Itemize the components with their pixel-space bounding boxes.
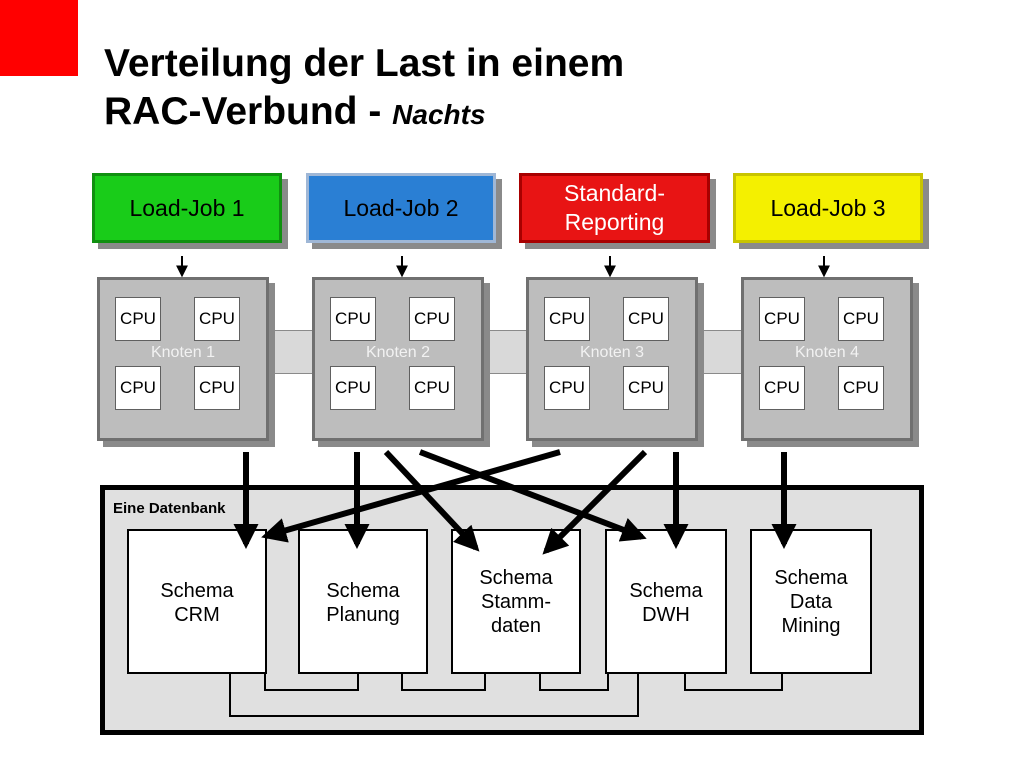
node-label: Knoten 4 bbox=[794, 344, 860, 361]
interconnect-3-4 bbox=[697, 330, 747, 374]
cpu-box: CPU bbox=[194, 297, 240, 341]
cpu-box: CPU bbox=[838, 366, 884, 410]
node-label: Knoten 3 bbox=[579, 344, 645, 361]
interconnect-1-2 bbox=[268, 330, 318, 374]
cpu-box: CPU bbox=[544, 297, 590, 341]
job-standard-reporting: Standard- Reporting bbox=[519, 173, 710, 243]
cpu-box: CPU bbox=[544, 366, 590, 410]
node-4: CPU CPU Knoten 4 CPU CPU bbox=[741, 277, 913, 441]
bus-stammdaten-dwh bbox=[539, 674, 609, 691]
job-label: Standard- Reporting bbox=[563, 180, 665, 235]
arrow-node2-dwh bbox=[418, 449, 647, 542]
schema-crm: Schema CRM bbox=[127, 529, 267, 674]
bus-crm-dwh bbox=[229, 674, 639, 717]
database-label: Eine Datenbank bbox=[113, 500, 226, 517]
job-label: Load-Job 3 bbox=[770, 194, 886, 221]
job-node-arrows bbox=[176, 256, 830, 278]
cpu-box: CPU bbox=[623, 297, 669, 341]
cpu-box: CPU bbox=[838, 297, 884, 341]
bus-planung-stammdaten bbox=[401, 674, 486, 691]
accent-corner bbox=[0, 0, 78, 76]
cpu-box: CPU bbox=[759, 297, 805, 341]
job-label: Load-Job 2 bbox=[343, 194, 459, 221]
job-label: Load-Job 1 bbox=[129, 194, 245, 221]
node-label: Knoten 2 bbox=[365, 344, 431, 361]
cpu-box: CPU bbox=[409, 297, 455, 341]
job-load-1: Load-Job 1 bbox=[92, 173, 282, 243]
page-title: Verteilung der Last in einem RAC-Verbund… bbox=[104, 40, 624, 139]
arrow-node3-stammdaten bbox=[542, 449, 648, 555]
schema-bus-lines bbox=[229, 674, 783, 717]
bus-crm-planung bbox=[264, 674, 359, 691]
node-2: CPU CPU Knoten 2 CPU CPU bbox=[312, 277, 484, 441]
node-1: CPU CPU Knoten 1 CPU CPU bbox=[97, 277, 269, 441]
schema-stammdaten: Schema Stamm- daten bbox=[451, 529, 581, 674]
node-3: CPU CPU Knoten 3 CPU CPU bbox=[526, 277, 698, 441]
job-load-3: Load-Job 3 bbox=[733, 173, 923, 243]
cpu-box: CPU bbox=[623, 366, 669, 410]
node-schema-arrows bbox=[233, 449, 797, 555]
node-label: Knoten 1 bbox=[150, 344, 216, 361]
cpu-box: CPU bbox=[330, 366, 376, 410]
cpu-box: CPU bbox=[194, 366, 240, 410]
schema-data-mining: Schema Data Mining bbox=[750, 529, 872, 674]
arrow-node2-stammdaten bbox=[383, 449, 480, 552]
schema-dwh: Schema DWH bbox=[605, 529, 727, 674]
cpu-box: CPU bbox=[115, 366, 161, 410]
cpu-box: CPU bbox=[330, 297, 376, 341]
arrow-node3-crm bbox=[261, 449, 561, 543]
title-line-2: RAC-Verbund - Nachts bbox=[104, 88, 624, 139]
bus-dwh-datamining bbox=[684, 674, 783, 691]
cpu-box: CPU bbox=[115, 297, 161, 341]
schema-planung: Schema Planung bbox=[298, 529, 428, 674]
title-emphasis: Nachts bbox=[392, 99, 486, 130]
job-load-2: Load-Job 2 bbox=[306, 173, 496, 243]
cpu-box: CPU bbox=[409, 366, 455, 410]
title-line-1: Verteilung der Last in einem bbox=[104, 42, 625, 85]
title-line-2-text: RAC-Verbund - bbox=[104, 90, 393, 133]
cpu-box: CPU bbox=[759, 366, 805, 410]
